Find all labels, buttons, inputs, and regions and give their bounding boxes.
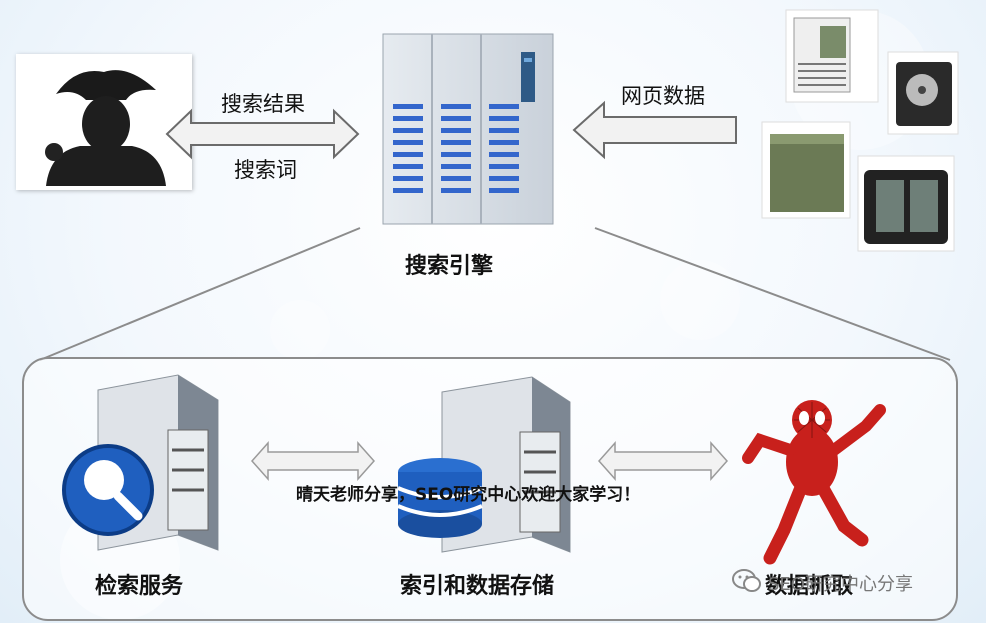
search-results-label: 搜索结果 xyxy=(221,92,305,116)
user-engine-arrow xyxy=(165,108,360,160)
server-rack-icon xyxy=(382,33,554,225)
retrieval-storage-arrow xyxy=(250,441,376,481)
index-storage-label: 索引和数据存储 xyxy=(400,574,555,599)
spider-crawler-icon xyxy=(742,400,886,565)
wechat-icon xyxy=(732,569,761,592)
watermark-text: SEO研究中心分享 xyxy=(768,574,913,595)
retrieval-service-label: 检索服务 xyxy=(95,574,184,599)
document-stack-icon xyxy=(761,9,959,252)
storage-crawl-arrow xyxy=(597,441,729,481)
data-crawl-label: 数据抓取 xyxy=(765,574,854,599)
search-terms-label: 搜索词 xyxy=(234,158,297,182)
overlay-caption: 晴天老师分享，SEO研究中心欢迎大家学习！ xyxy=(296,485,641,505)
search-engine-title: 搜索引擎 xyxy=(405,254,494,279)
user-card xyxy=(16,54,192,190)
user-silhouette-icon xyxy=(45,70,166,186)
search-magnifier-icon xyxy=(62,374,219,551)
database-icon xyxy=(397,376,571,553)
web-data-label: 网页数据 xyxy=(621,84,705,108)
web-data-arrow xyxy=(572,100,737,160)
